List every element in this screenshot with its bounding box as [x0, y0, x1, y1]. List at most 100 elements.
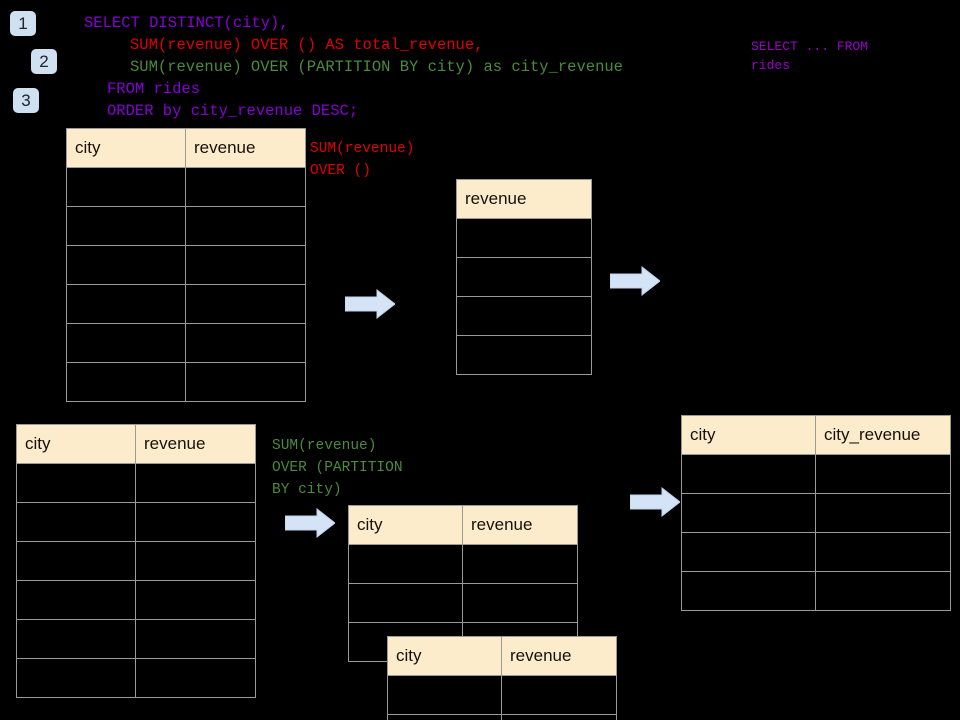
partition-table-front: city revenue [387, 636, 617, 720]
column-header-city: city [66, 128, 186, 168]
table-row [16, 580, 256, 620]
total-revenue-table: revenue [456, 179, 592, 375]
cell [501, 714, 617, 720]
column-header-revenue: revenue [456, 179, 592, 219]
table-header-row: revenue [456, 179, 592, 219]
cell [185, 284, 306, 324]
column-header-city: city [16, 424, 136, 464]
cell [387, 714, 502, 720]
table-row [681, 571, 951, 611]
arrow-source-to-partition-icon [285, 508, 335, 538]
sql-line-select: SELECT DISTINCT(city), [84, 14, 289, 32]
table-row [681, 493, 951, 533]
table-row [66, 362, 306, 402]
cell [456, 257, 592, 297]
cell [16, 541, 136, 581]
cell [815, 532, 951, 572]
cell [185, 362, 306, 402]
cell [815, 493, 951, 533]
cell [66, 206, 186, 246]
cell [135, 580, 256, 620]
table-row [681, 454, 951, 494]
arrow-total-to-result-icon [610, 266, 660, 296]
table-row [16, 541, 256, 581]
sql-line-order-by: ORDER by city_revenue DESC; [107, 102, 359, 120]
table-header-row: city revenue [66, 128, 306, 168]
cell [16, 463, 136, 503]
cell [456, 335, 592, 375]
cell [185, 323, 306, 363]
step-badge-2: 2 [31, 49, 57, 74]
table-header-row: city revenue [16, 424, 256, 464]
cell [66, 362, 186, 402]
cell [348, 544, 463, 584]
cell [16, 619, 136, 659]
cell [501, 675, 617, 715]
cell [16, 658, 136, 698]
annotation-sum-over-empty: SUM(revenue) OVER () [310, 141, 415, 179]
table-row [16, 463, 256, 503]
cell [16, 580, 136, 620]
table-row [456, 296, 592, 336]
column-header-revenue: revenue [135, 424, 256, 464]
table-row [387, 714, 617, 720]
cell [66, 284, 186, 324]
arrow-source-to-total-icon [345, 289, 395, 319]
cell [815, 454, 951, 494]
table-header-row: city city_revenue [681, 415, 951, 455]
annotation-sum-over-partition: SUM(revenue) OVER (PARTITION BY city) [272, 438, 403, 498]
cell [185, 206, 306, 246]
sql-line-from: FROM rides [107, 80, 201, 98]
source-table-top: city revenue [66, 128, 306, 402]
cell [681, 532, 816, 572]
table-row [456, 335, 592, 375]
table-row [16, 658, 256, 698]
cell [16, 502, 136, 542]
cell [815, 571, 951, 611]
table-row [456, 257, 592, 297]
source-table-bottom: city revenue [16, 424, 256, 698]
annotation-select-from: SELECT ... FROM rides [751, 39, 869, 73]
cell [462, 544, 578, 584]
cell [681, 493, 816, 533]
step-badge-3: 3 [13, 88, 39, 113]
cell [456, 296, 592, 336]
cell [135, 541, 256, 581]
cell [185, 245, 306, 285]
cell [66, 167, 186, 207]
column-header-revenue: revenue [185, 128, 306, 168]
result-table: city city_revenue [681, 415, 951, 611]
sql-line-sum-over-partition: SUM(revenue) OVER (PARTITION BY city) as… [130, 58, 623, 76]
table-row [66, 284, 306, 324]
cell [135, 619, 256, 659]
table-row [681, 532, 951, 572]
table-row [16, 619, 256, 659]
table-row [66, 323, 306, 363]
table-row [456, 218, 592, 258]
column-header-revenue: revenue [462, 505, 578, 545]
cell [66, 245, 186, 285]
column-header-revenue: revenue [501, 636, 617, 676]
cell [66, 323, 186, 363]
cell [681, 571, 816, 611]
cell [135, 502, 256, 542]
cell [135, 658, 256, 698]
cell [456, 218, 592, 258]
table-row [348, 583, 578, 623]
cell [462, 583, 578, 623]
column-header-city: city [387, 636, 502, 676]
arrow-partition-to-result-icon [630, 487, 680, 517]
table-header-row: city revenue [387, 636, 617, 676]
table-header-row: city revenue [348, 505, 578, 545]
sql-line-sum-over-empty: SUM(revenue) OVER () AS total_revenue, [130, 36, 484, 54]
table-row [66, 167, 306, 207]
table-row [16, 502, 256, 542]
cell [348, 583, 463, 623]
column-header-city: city [681, 415, 816, 455]
cell [681, 454, 816, 494]
table-row [66, 206, 306, 246]
column-header-city-revenue: city_revenue [815, 415, 951, 455]
table-row [66, 245, 306, 285]
column-header-city: city [348, 505, 463, 545]
